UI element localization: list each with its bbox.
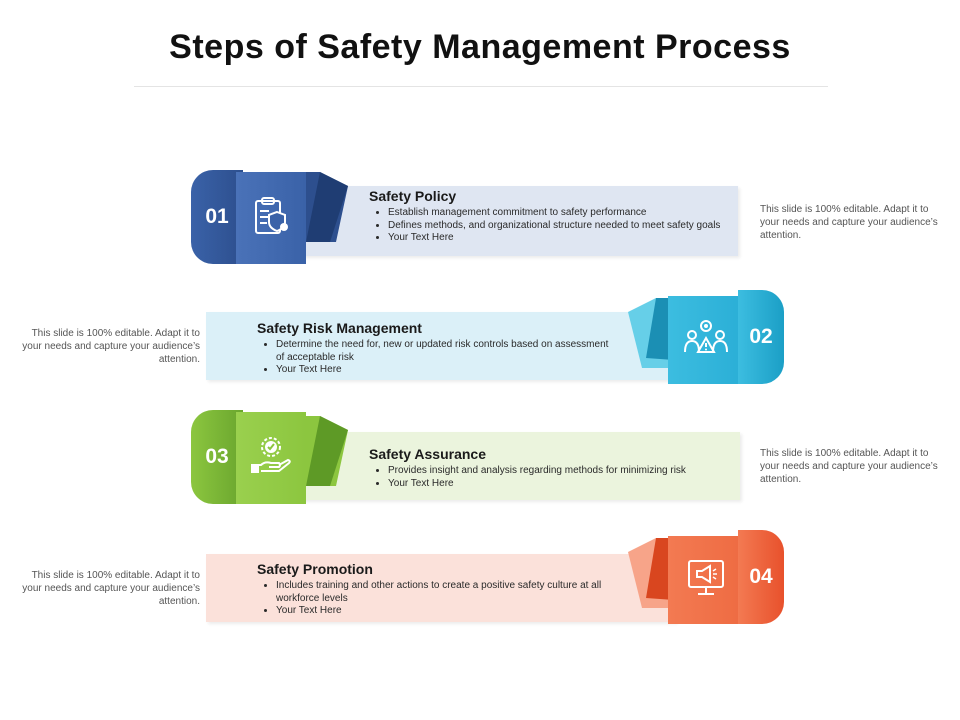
step-4-side-note: This slide is 100% editable. Adapt it to… (22, 570, 200, 607)
hand-badge-icon (249, 435, 293, 482)
monitor-megaphone-icon (685, 557, 727, 604)
step-1-title: Safety Policy (369, 188, 457, 204)
step-2-fold (628, 298, 674, 368)
step-2-number: 02 (749, 325, 773, 348)
step-4-bullet-2: Your Text Here (276, 605, 617, 618)
step-2-number-tab: 02 (738, 290, 784, 384)
step-1-bullet-3: Your Text Here (388, 232, 729, 245)
step-2-band (206, 312, 676, 380)
step-1-number: 01 (205, 205, 229, 228)
step-3-band (300, 432, 740, 500)
team-risk-icon (683, 318, 729, 363)
step-1-band (300, 186, 738, 256)
step-3-content: Safety Assurance Provides insight and an… (369, 446, 729, 490)
step-4-fold (628, 538, 674, 608)
step-4-bullet-1: Includes training and other actions to c… (276, 580, 617, 605)
step-2-side-note: This slide is 100% editable. Adapt it to… (22, 328, 200, 365)
step-4-title: Safety Promotion (257, 561, 373, 577)
step-2-title: Safety Risk Management (257, 320, 422, 336)
step-2-bullet-1: Determine the need for, new or updated r… (276, 339, 617, 364)
step-1-number-tab: 01 (191, 170, 243, 264)
title-divider (134, 86, 828, 87)
step-3-number-tab: 03 (191, 410, 243, 504)
step-1-fold (300, 172, 348, 242)
clipboard-shield-icon (251, 195, 291, 242)
step-4-number: 04 (749, 565, 773, 588)
step-1-side-note: This slide is 100% editable. Adapt it to… (760, 204, 938, 241)
step-3-fold (300, 416, 348, 486)
step-1-bullet-1: Establish management commitment to safet… (388, 207, 729, 220)
step-4-content: Safety Promotion Includes training and o… (257, 561, 617, 618)
step-4-icon-box (668, 536, 744, 624)
step-4-band (206, 554, 676, 622)
step-2-content: Safety Risk Management Determine the nee… (257, 320, 617, 377)
page-title: Steps of Safety Management Process (169, 28, 791, 66)
step-4-number-tab: 04 (738, 530, 784, 624)
step-3-bullet-2: Your Text Here (388, 478, 729, 491)
step-2-bullet-2: Your Text Here (276, 364, 617, 377)
step-1-bullet-2: Defines methods, and organizational stru… (388, 220, 729, 233)
step-3-side-note: This slide is 100% editable. Adapt it to… (760, 448, 938, 485)
step-3-number: 03 (205, 445, 229, 468)
step-1-content: Safety Policy Establish management commi… (369, 188, 729, 245)
step-3-icon-box (236, 412, 306, 504)
step-1-icon-box (236, 172, 306, 264)
step-2-icon-box (668, 296, 744, 384)
step-3-title: Safety Assurance (369, 446, 486, 462)
step-3-bullet-1: Provides insight and analysis regarding … (388, 465, 729, 478)
